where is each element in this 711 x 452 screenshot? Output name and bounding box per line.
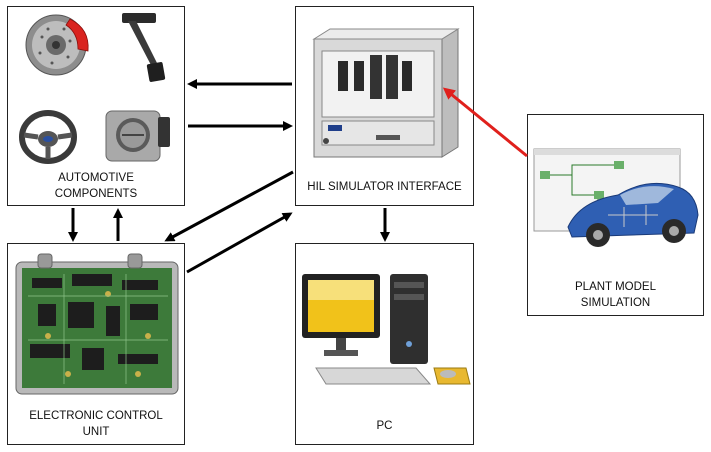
electronic-control-unit-label-line1: ELECTRONIC CONTROL — [29, 410, 163, 422]
automotive-components-label-line1: AUTOMOTIVE — [58, 172, 134, 184]
plant-model-simulation-label-line1: PLANT MODEL — [575, 281, 656, 293]
desktop-computer-icon — [302, 274, 471, 385]
plant-model-simulation-node: PLANT MODEL SIMULATION — [527, 114, 704, 316]
arrow-hil-to-ecu — [164, 170, 294, 242]
steering-wheel-icon — [19, 110, 77, 164]
pc-label: PC — [376, 420, 393, 432]
arrow-ecu-to-hil — [186, 212, 293, 274]
pedal-icon — [122, 13, 166, 82]
throttle-body-icon — [105, 110, 170, 162]
hil-simulator-interface-label: HIL SIMULATOR INTERFACE — [307, 181, 462, 193]
automotive-parts-illustration — [19, 13, 170, 164]
automotive-components-label-line2: COMPONENTS — [54, 188, 138, 200]
electronic-control-unit-label-line2: UNIT — [82, 426, 110, 438]
plant-model-simulation-label-line2: SIMULATION — [580, 297, 651, 309]
hil-chassis-icon — [312, 28, 460, 158]
car-model-icon — [567, 182, 699, 247]
brake-disc-icon — [25, 14, 89, 76]
hil-simulator-interface-node: HIL SIMULATOR INTERFACE — [295, 6, 474, 206]
plant-model-illustration — [533, 148, 699, 247]
circuit-board-icon — [15, 253, 179, 395]
electronic-control-unit-node: ELECTRONIC CONTROL UNIT — [7, 243, 185, 445]
pc-node: PC — [295, 243, 474, 445]
automotive-components-node: AUTOMOTIVE COMPONENTS — [7, 6, 185, 206]
